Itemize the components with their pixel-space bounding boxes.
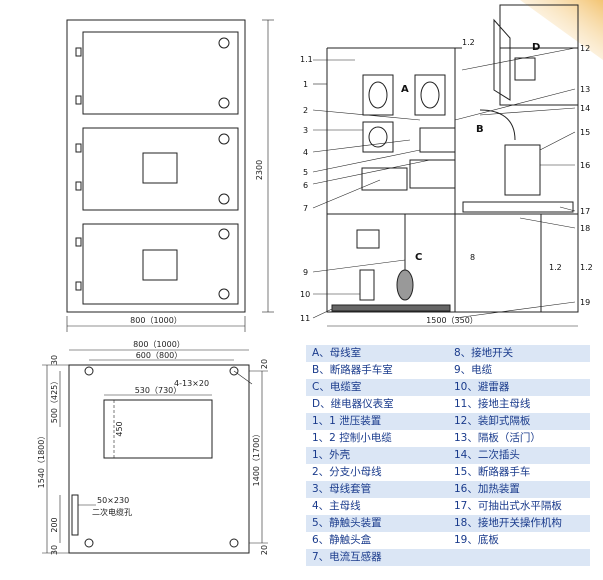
legend-item: 9、电缆 <box>454 364 493 376</box>
callout-1: 1 <box>303 80 308 89</box>
legend-item: A、母线室 <box>312 347 362 359</box>
legend-item: D、继电器仪表室 <box>312 398 394 410</box>
section-view <box>312 4 579 327</box>
legend-item: 15、断路器手车 <box>454 466 531 478</box>
front-width-dim: 800（1000） <box>130 316 182 325</box>
upper-door <box>82 31 239 115</box>
callout-5: 5 <box>303 168 308 177</box>
callout-7: 7 <box>303 204 308 213</box>
compartment-b: B <box>476 124 484 135</box>
callout-13: 13 <box>580 85 590 94</box>
callout-10: 10 <box>300 290 310 299</box>
plan-width-dim: 800（1000） <box>133 340 185 349</box>
callout-9: 9 <box>303 268 308 277</box>
callout-17: 17 <box>580 207 590 216</box>
legend-row: 1、2 控制小电缆 13、隔板（活门） <box>306 430 590 447</box>
top-callout: 1.2 <box>462 38 475 47</box>
right-total-dim: 1400（1700） <box>252 430 261 487</box>
legend-row: 6、静触头盒 19、底板 <box>306 532 590 549</box>
legend-item: 8、接地开关 <box>454 347 514 359</box>
legend-item: 1、外壳 <box>312 449 351 461</box>
legend-item: 7、电流互感器 <box>312 551 382 563</box>
cable-hole-size: 50×230 <box>97 496 129 505</box>
cabinet-outline <box>66 19 246 313</box>
legend-table: A、母线室 8、接地开关 B、断路器手车室 9、电缆 C、电缆室 10、避雷器 D、继… <box>306 345 590 566</box>
legend-item: 18、接地开关操作机构 <box>454 517 562 529</box>
legend-row: 5、静触头装置 18、接地开关操作机构 <box>306 515 590 532</box>
legend-item: 6、静触头盒 <box>312 534 372 546</box>
legend-item: 17、可抽出式水平隔板 <box>454 500 562 512</box>
callout-2: 2 <box>303 106 308 115</box>
compartment-d: D <box>532 42 540 53</box>
cable-cutout <box>103 399 213 459</box>
callout-14: 14 <box>580 104 590 113</box>
callout-1-2-right: 1.2 <box>580 263 593 272</box>
legend-item: 4、主母线 <box>312 500 361 512</box>
middle-door <box>82 127 239 211</box>
front-view <box>66 19 274 332</box>
legend-item: C、电缆室 <box>312 381 362 393</box>
legend-item: 12、装卸式隔板 <box>454 415 531 427</box>
legend-row: 4、主母线 17、可抽出式水平隔板 <box>306 498 590 515</box>
callout-6: 6 <box>303 181 308 190</box>
lower-door <box>82 223 239 305</box>
legend-item: 10、避雷器 <box>454 381 510 393</box>
legend-row: D、继电器仪表室 11、接地主母线 <box>306 396 590 413</box>
compartment-a: A <box>401 84 409 95</box>
legend-item: 14、二次插头 <box>454 449 520 461</box>
corner-accent <box>520 0 603 60</box>
legend-item: 16、加热装置 <box>454 483 520 495</box>
top-small-dim: 30 <box>50 355 59 365</box>
plan-view <box>42 349 268 554</box>
legend-item: 5、静触头装置 <box>312 517 382 529</box>
bottom-200-dim: 200 <box>50 517 59 532</box>
callout-16: 16 <box>580 161 590 170</box>
cable-hole-label: 二次电缆孔 <box>92 507 132 517</box>
left-total-dim: 1540（1800） <box>37 432 46 489</box>
right-top-dim: 20 <box>260 359 269 369</box>
legend-row: 3、母线套管 16、加热装置 <box>306 481 590 498</box>
legend-item: 13、隔板（活门） <box>454 432 541 444</box>
legend-row: 1、外壳 14、二次插头 <box>306 447 590 464</box>
middle-window <box>142 152 178 184</box>
left-upper-dim: 500（425） <box>50 377 59 424</box>
base-plate-outline <box>68 364 250 554</box>
inner-label-1-2: 1.2 <box>549 263 562 272</box>
hole-spec-label: 4-13×20 <box>174 379 209 388</box>
cutout-height-dim: 450 <box>115 421 124 436</box>
legend-item: 3、母线套管 <box>312 483 372 495</box>
section-width-dim: 1500（350） <box>426 316 478 325</box>
callout-4: 4 <box>303 148 308 157</box>
front-height-dim: 2300 <box>255 160 264 180</box>
legend-row: 7、电流互感器 <box>306 549 590 566</box>
legend-item: 1、2 控制小电缆 <box>312 432 392 444</box>
legend-item: 2、分支小母线 <box>312 466 382 478</box>
legend-item: 11、接地主母线 <box>454 398 531 410</box>
legend-row: 1、1 泄压装置 12、装卸式隔板 <box>306 413 590 430</box>
legend-item: 1、1 泄压装置 <box>312 415 382 427</box>
compartment-c: C <box>415 252 422 263</box>
callout-11: 11 <box>300 314 310 323</box>
right-bottom-dim: 20 <box>260 545 269 555</box>
lower-window <box>142 249 178 281</box>
callout-15: 15 <box>580 128 590 137</box>
inner-label-8: 8 <box>470 253 475 262</box>
legend-row: C、电缆室 10、避雷器 <box>306 379 590 396</box>
plan-inner-width-dim: 600（800） <box>136 351 183 360</box>
legend-row: 2、分支小母线 15、断路器手车 <box>306 464 590 481</box>
callout-1-1: 1.1 <box>300 55 313 64</box>
legend-row: B、断路器手车室 9、电缆 <box>306 362 590 379</box>
legend-item <box>448 549 590 566</box>
callout-18: 18 <box>580 224 590 233</box>
callout-19: 19 <box>580 298 590 307</box>
legend-item: B、断路器手车室 <box>312 364 393 376</box>
secondary-cable-hole <box>71 494 79 536</box>
cutout-width-dim: 530（730） <box>135 386 182 395</box>
callout-3: 3 <box>303 126 308 135</box>
bottom-small-dim: 30 <box>50 545 59 555</box>
legend-item: 19、底板 <box>454 534 499 546</box>
legend-row: A、母线室 8、接地开关 <box>306 345 590 362</box>
callout-12: 12 <box>580 44 590 53</box>
